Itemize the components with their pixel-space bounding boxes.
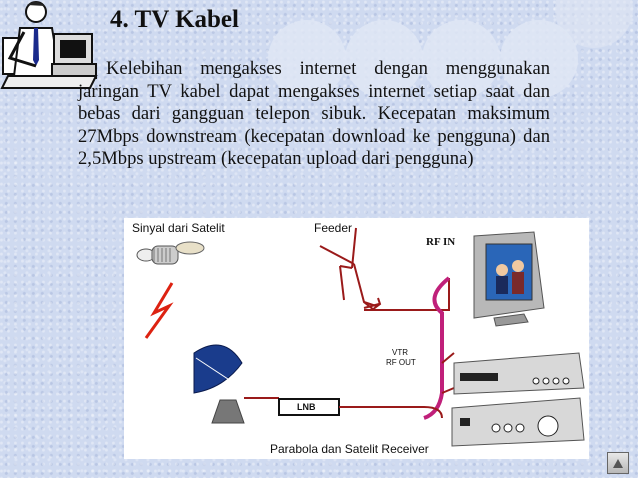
next-slide-button[interactable] — [607, 452, 629, 474]
label-rf-in: RF IN — [426, 236, 456, 248]
label-rf-out: RF OUT — [386, 358, 416, 367]
satellite-dish-icon — [193, 344, 245, 424]
label-feeder: Feeder — [314, 221, 353, 235]
slide-title: 4. TV Kabel — [110, 6, 239, 33]
label-satellite-signal: Sinyal dari Satelit — [132, 221, 225, 235]
satellite-receiver-icon — [451, 397, 585, 447]
signal-bolt-icon — [144, 282, 174, 339]
body-paragraph: Kelebihan mengakses internet dengan meng… — [78, 58, 550, 171]
vtr-icon — [453, 352, 585, 395]
feeder-antenna-icon — [319, 227, 375, 311]
television-icon — [473, 231, 545, 327]
cable-tv-diagram: Sinyal dari Satelit Feeder RF IN VTR RF … — [124, 218, 589, 459]
bg-circle — [345, 20, 423, 98]
label-lnb: LNB — [297, 402, 316, 412]
triangle-nav-icon — [613, 459, 623, 468]
bg-circle — [268, 20, 346, 98]
bg-circle — [422, 20, 500, 98]
body-text: Kelebihan mengakses internet dengan meng… — [78, 58, 550, 169]
label-vtr: VTR — [392, 348, 408, 357]
businessman-at-computer-icon — [0, 1, 98, 89]
satellite-icon — [136, 241, 205, 265]
figure-caption: Parabola dan Satelit Receiver — [270, 442, 429, 456]
